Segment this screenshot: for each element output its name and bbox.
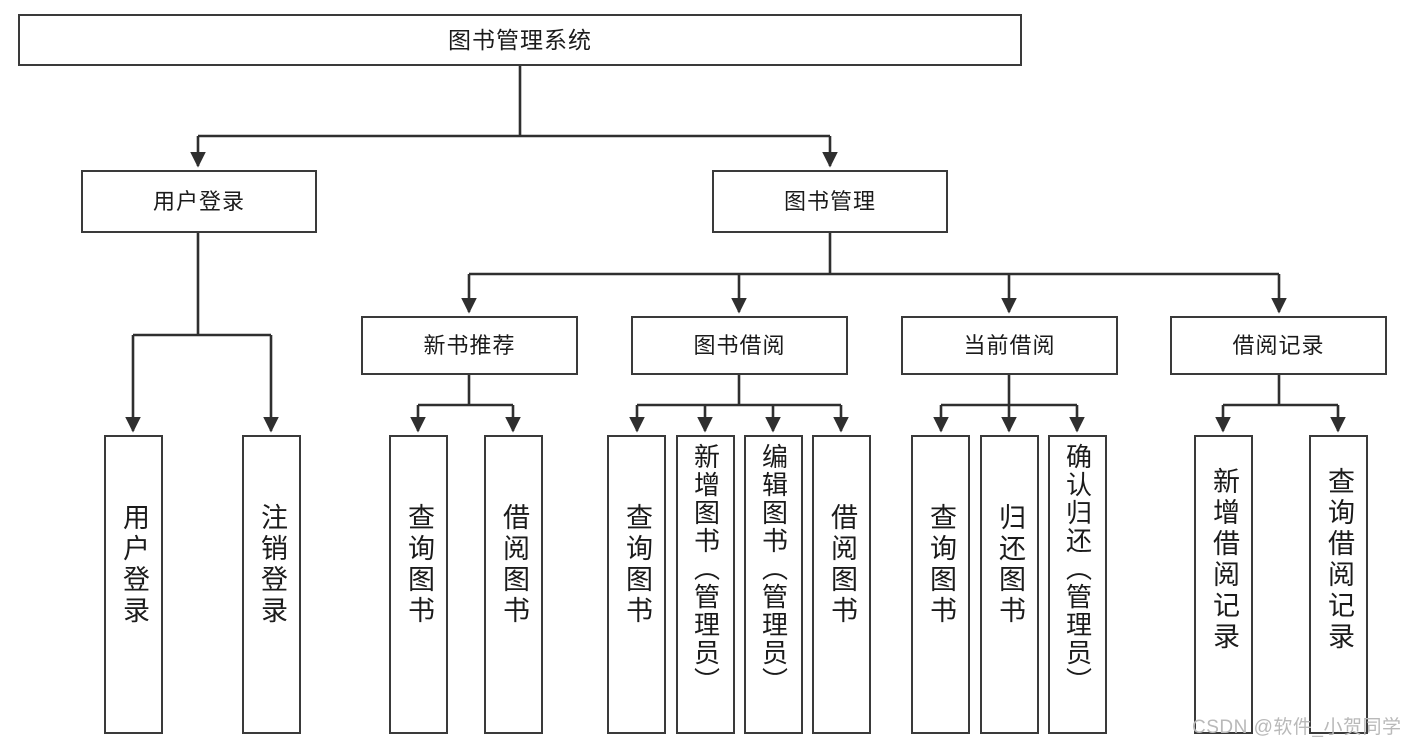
node-book-manage[interactable]: 图书管理: [712, 170, 948, 233]
node-borrow-record[interactable]: 借阅记录: [1170, 316, 1387, 375]
leaf-add-record[interactable]: 新增借阅记录: [1194, 435, 1253, 734]
leaf-confirm-return[interactable]: 确认归还（管理员）: [1048, 435, 1107, 734]
node-user-login[interactable]: 用户登录: [81, 170, 317, 233]
leaf-user-login-label: 用户登录: [119, 503, 149, 627]
node-current-borrow[interactable]: 当前借阅: [901, 316, 1118, 375]
node-book-borrow-label: 图书借阅: [693, 332, 786, 358]
leaf-edit-book-label: 编辑图书（管理员）: [758, 443, 789, 695]
node-user-login-label: 用户登录: [152, 188, 245, 214]
leaf-query-book-3-label: 查询图书: [926, 503, 956, 627]
leaf-logout-login-label: 注销登录: [257, 503, 287, 627]
leaf-query-book-1[interactable]: 查询图书: [389, 435, 448, 734]
node-new-book-rec[interactable]: 新书推荐: [361, 316, 578, 375]
node-root-label: 图书管理系统: [448, 26, 592, 53]
node-new-book-rec-label: 新书推荐: [423, 332, 516, 358]
leaf-add-book-label: 新增图书（管理员）: [690, 443, 721, 695]
leaf-borrow-book-1[interactable]: 借阅图书: [484, 435, 543, 734]
node-borrow-record-label: 借阅记录: [1232, 332, 1325, 358]
leaf-borrow-book-1-label: 借阅图书: [499, 503, 529, 627]
leaf-query-record[interactable]: 查询借阅记录: [1309, 435, 1368, 734]
leaf-query-record-label: 查询借阅记录: [1324, 467, 1354, 653]
leaf-query-book-2-label: 查询图书: [622, 503, 652, 627]
leaf-add-record-label: 新增借阅记录: [1209, 467, 1239, 653]
leaf-query-book-2[interactable]: 查询图书: [607, 435, 666, 734]
leaf-edit-book[interactable]: 编辑图书（管理员）: [744, 435, 803, 734]
leaf-return-book-label: 归还图书: [995, 503, 1025, 627]
node-current-borrow-label: 当前借阅: [963, 332, 1056, 358]
node-root[interactable]: 图书管理系统: [18, 14, 1022, 66]
leaf-logout-login[interactable]: 注销登录: [242, 435, 301, 734]
leaf-user-login[interactable]: 用户登录: [104, 435, 163, 734]
leaf-query-book-1-label: 查询图书: [404, 503, 434, 627]
leaf-confirm-return-label: 确认归还（管理员）: [1062, 443, 1093, 695]
leaf-return-book[interactable]: 归还图书: [980, 435, 1039, 734]
leaf-borrow-book-2-label: 借阅图书: [827, 503, 857, 627]
leaf-borrow-book-2[interactable]: 借阅图书: [812, 435, 871, 734]
node-book-borrow[interactable]: 图书借阅: [631, 316, 848, 375]
leaf-add-book[interactable]: 新增图书（管理员）: [676, 435, 735, 734]
csdn-watermark: CSDN @软件_小贺同学: [1192, 717, 1402, 738]
leaf-query-book-3[interactable]: 查询图书: [911, 435, 970, 734]
node-book-manage-label: 图书管理: [783, 188, 876, 214]
